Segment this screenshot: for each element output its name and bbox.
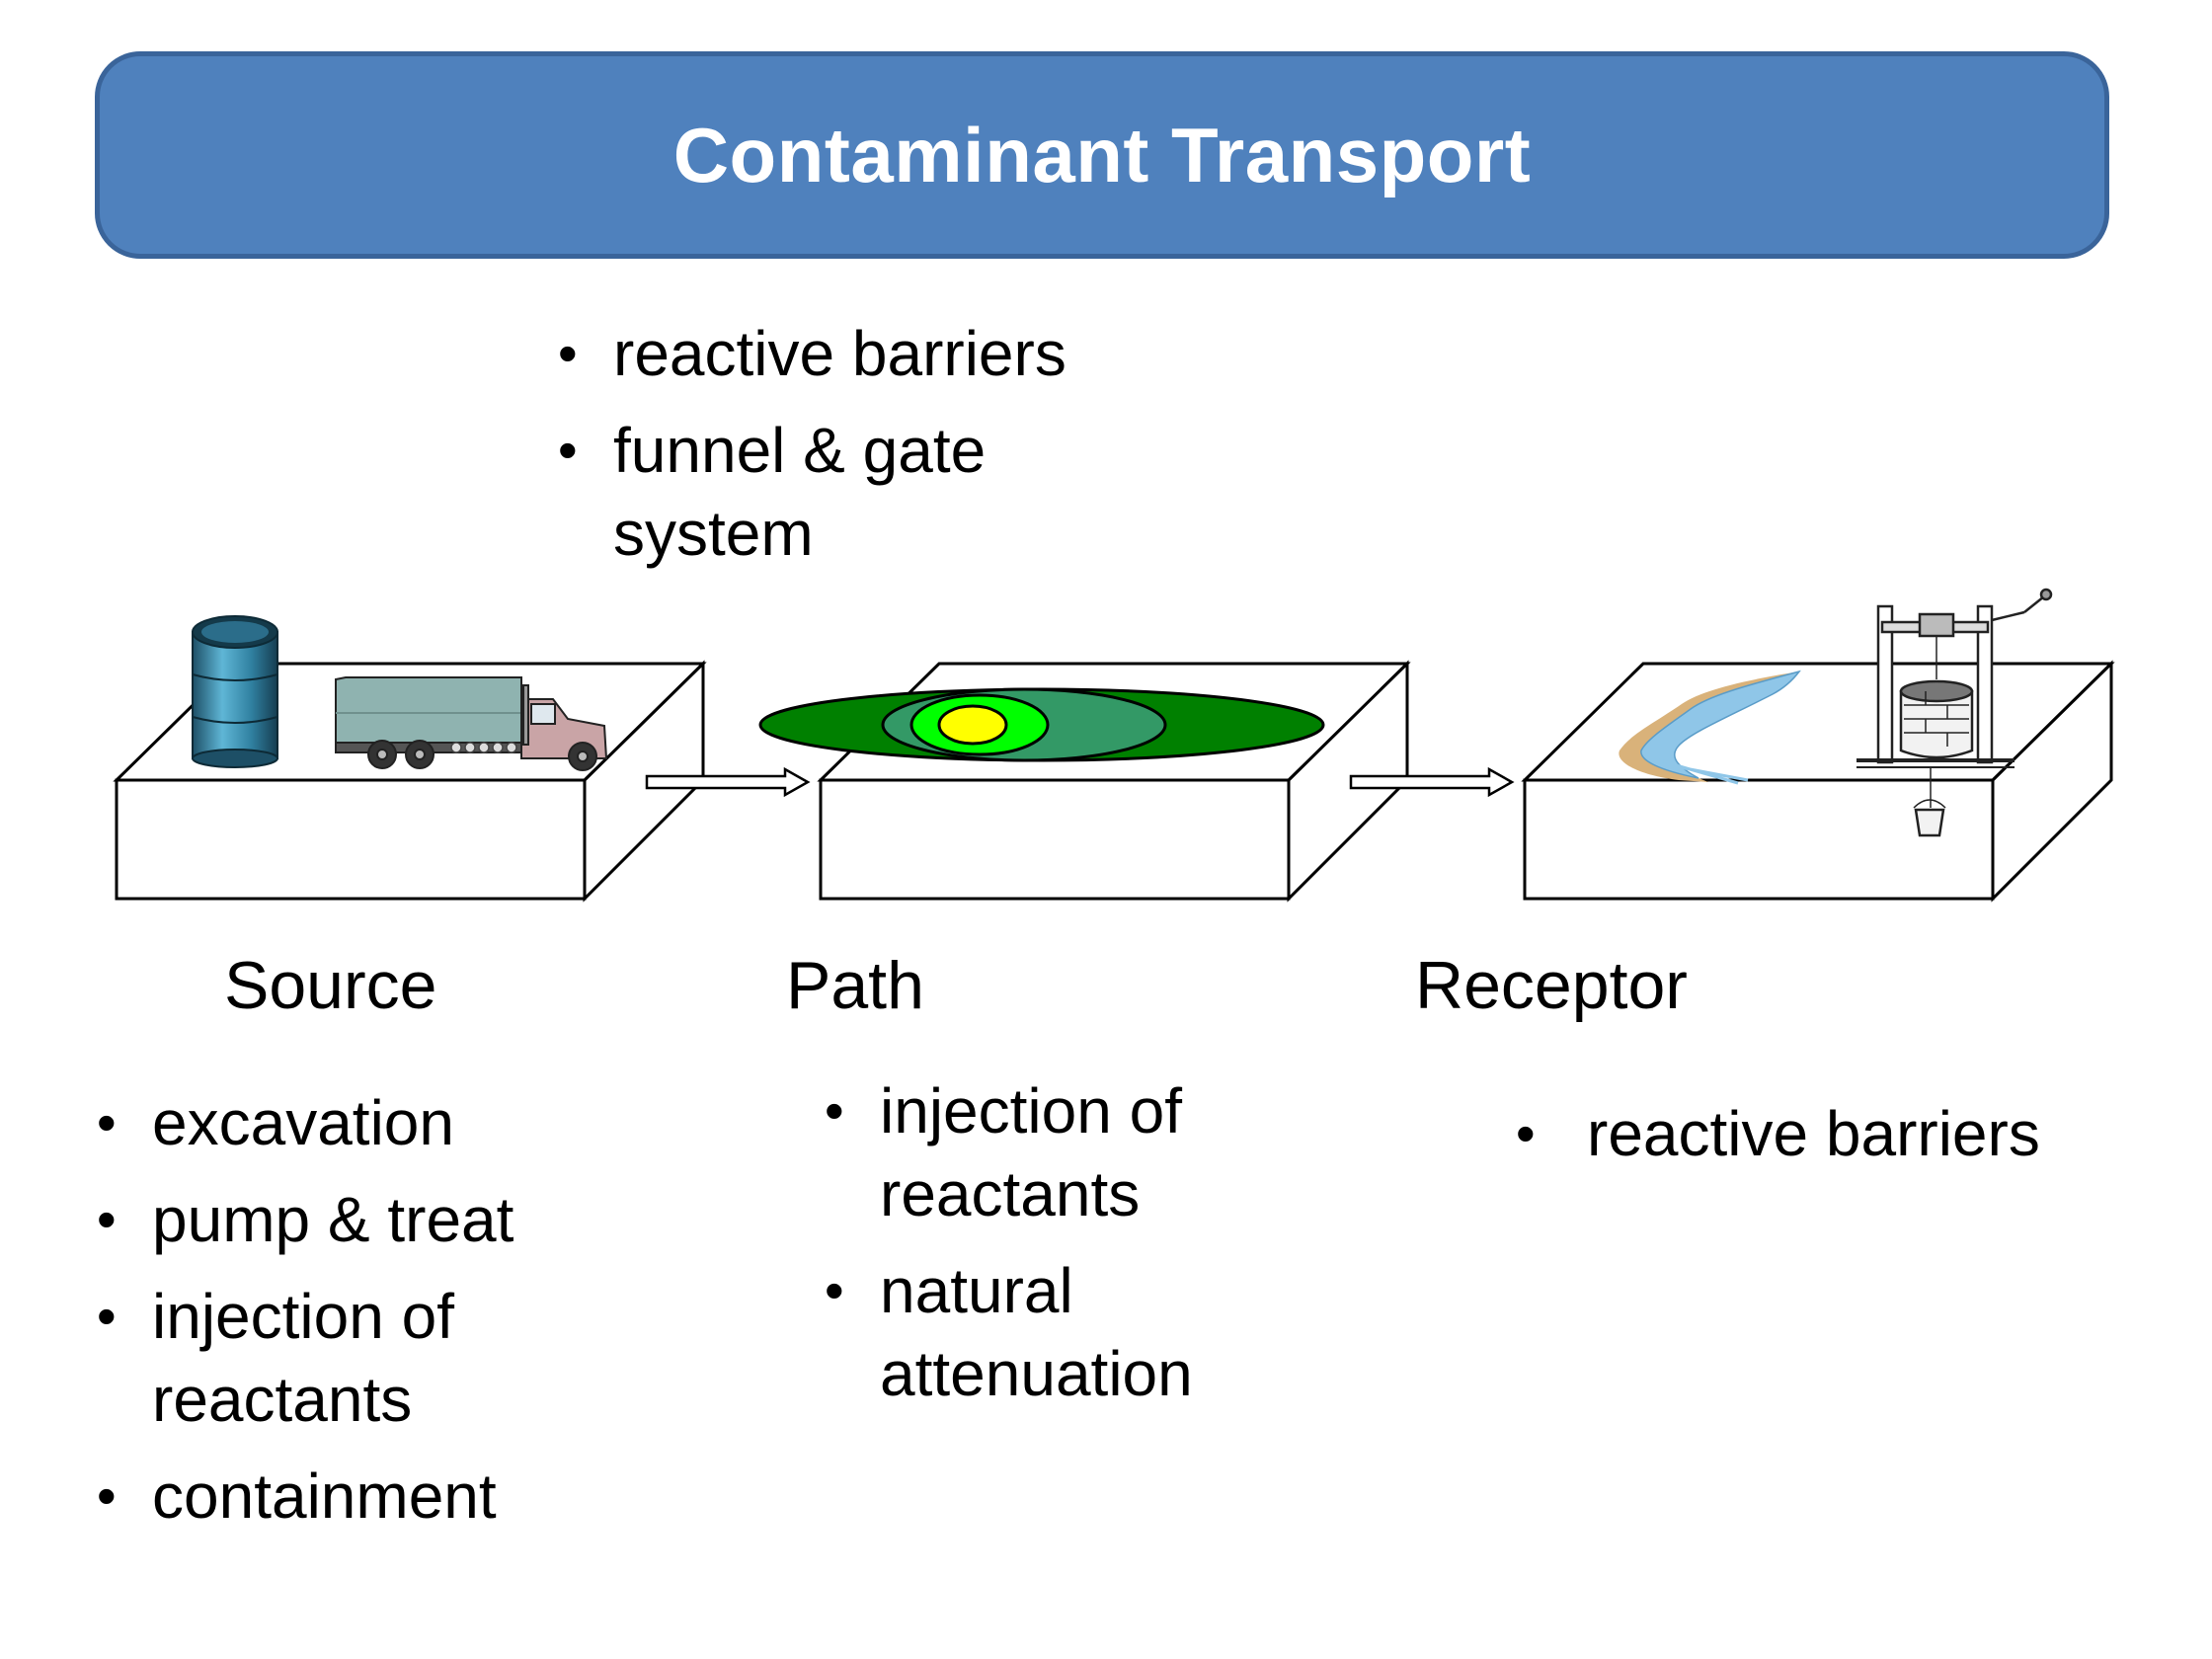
oil-drum-icon — [192, 615, 278, 768]
list-item: reactive barriers — [558, 312, 1111, 395]
stage-label-path: Path — [786, 948, 924, 1023]
source-bullet-list: excavation pump & treat injection of rea… — [97, 1081, 650, 1551]
list-item: natural attenuation — [825, 1249, 1279, 1415]
receptor-bullet-list: reactive barriers — [1516, 1092, 2128, 1189]
list-item: injection of reactants — [825, 1069, 1279, 1235]
path-bullet-list: injection of reactants natural attenuati… — [825, 1069, 1279, 1429]
list-item: pump & treat — [97, 1178, 650, 1261]
stage-label-receptor: Receptor — [1415, 948, 1688, 1023]
list-item: containment — [97, 1455, 650, 1538]
list-item: injection of reactants — [97, 1275, 650, 1441]
plume-core — [937, 704, 1008, 746]
list-item: funnel & gate system — [558, 409, 1111, 575]
water-well-icon — [1856, 588, 2053, 837]
arrow-path-to-receptor — [1349, 766, 1515, 798]
title-banner: Contaminant Transport — [95, 51, 2109, 259]
page-title: Contaminant Transport — [672, 111, 1532, 198]
receptor-block — [1521, 660, 2115, 903]
list-item: excavation — [97, 1081, 650, 1164]
top-bullet-list: reactive barriers funnel & gate system — [558, 312, 1111, 589]
stage-label-source: Source — [224, 948, 437, 1023]
tanker-truck-icon — [335, 676, 608, 771]
list-item: reactive barriers — [1516, 1092, 2128, 1175]
river-icon — [1619, 670, 1801, 785]
plume-icon — [758, 687, 1325, 762]
arrow-source-to-path — [645, 766, 811, 798]
